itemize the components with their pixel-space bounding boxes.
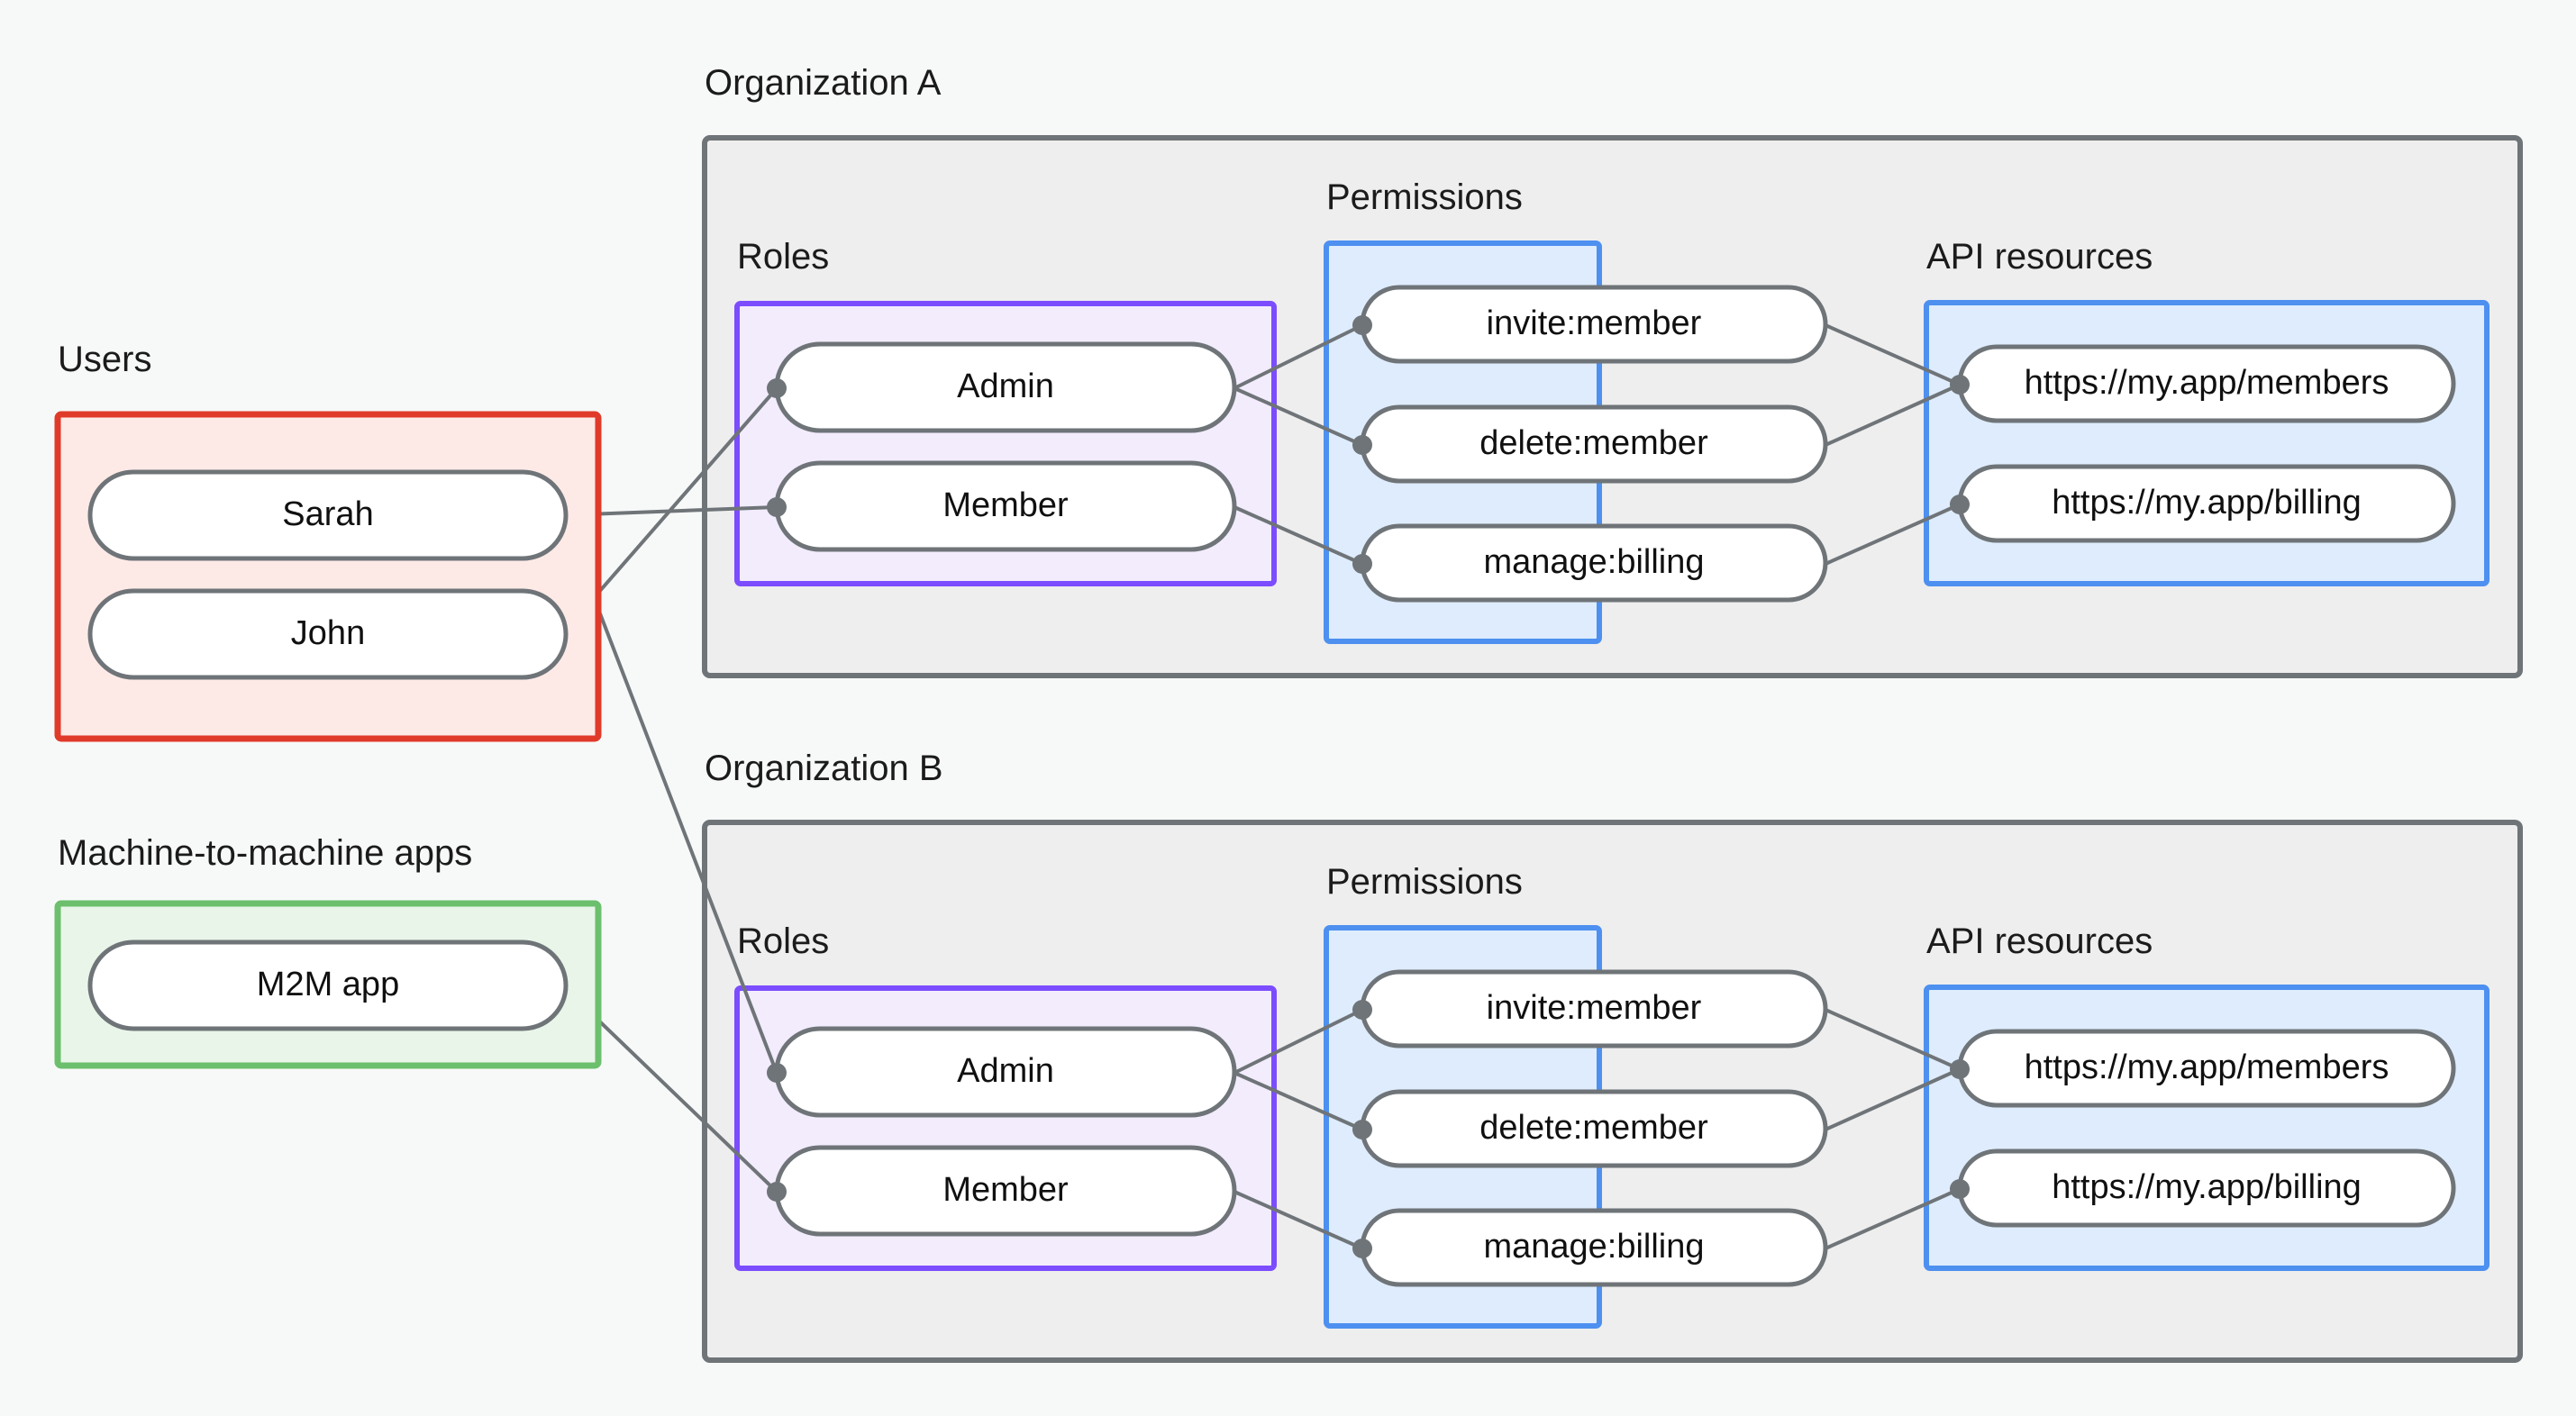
edge-b-admin-invite	[1233, 1008, 1363, 1075]
org-b-api-title: API resources	[1926, 921, 2153, 961]
edge-dot-a-manage	[1352, 554, 1372, 574]
edge-dot-a-member	[767, 497, 787, 517]
edge-dot-a-delete	[1352, 435, 1372, 455]
edge-a-admin-delete	[1233, 386, 1363, 447]
users-container	[54, 411, 602, 742]
edge-b-delete-members	[1825, 1067, 1961, 1131]
org-b-role-member-label: Member	[942, 1171, 1069, 1209]
org-a-role-admin-label: Admin	[957, 368, 1054, 405]
edge-dot-a-admin	[767, 378, 787, 398]
users-group: Users Sarah John	[54, 340, 602, 742]
org-a-permission-manage-billing-label: manage:billing	[1483, 543, 1704, 581]
org-b-roles-title: Roles	[737, 921, 829, 961]
edge-dot-b-admin	[767, 1063, 787, 1083]
org-b-permission-delete-member-label: delete:member	[1479, 1109, 1708, 1147]
edge-a-member-manage	[1233, 505, 1363, 566]
users-title: Users	[58, 340, 151, 379]
user-john-label: John	[291, 614, 365, 652]
m2m-app[interactable]	[87, 939, 569, 1031]
edge-dot-b-manage	[1352, 1239, 1372, 1258]
m2m-app-label: M2M app	[257, 966, 399, 1003]
org-a-role-member-label: Member	[942, 486, 1069, 524]
edge-b-member-manage	[1233, 1190, 1363, 1250]
edge-dot-b-member	[767, 1182, 787, 1202]
m2m-group: Machine-to-machine apps M2M app	[54, 833, 602, 1069]
org-a-title: Organization A	[705, 63, 942, 103]
edge-dot-a-invite	[1352, 315, 1372, 335]
m2m-title: Machine-to-machine apps	[58, 833, 472, 873]
edge-a-manage-billing	[1825, 503, 1961, 566]
user-john[interactable]	[87, 588, 569, 680]
org-b-group: Organization B Roles Admin Member Permis…	[702, 749, 2523, 1363]
org-a-api-title: API resources	[1926, 237, 2153, 277]
org-b-permissions-title: Permissions	[1326, 862, 1523, 902]
edge-b-invite-members	[1825, 1008, 1961, 1071]
org-b-permission-invite-member-label: invite:member	[1487, 989, 1702, 1027]
edge-dot-b-invite	[1352, 1000, 1372, 1020]
org-a-group: Organization A Roles Admin Member Permis…	[702, 63, 2523, 678]
edge-b-admin-delete	[1233, 1071, 1363, 1131]
edge-dot-a-api-members	[1950, 375, 1970, 395]
org-a-api-members-label: https://my.app/members	[2025, 364, 2389, 402]
org-a-api-billing-label: https://my.app/billing	[2052, 484, 2362, 522]
user-sarah[interactable]	[87, 469, 569, 561]
edge-a-invite-members	[1825, 323, 1961, 386]
user-sarah-label: Sarah	[282, 495, 373, 533]
org-b-permission-manage-billing-label: manage:billing	[1483, 1228, 1704, 1266]
edge-a-delete-members	[1825, 383, 1961, 447]
edge-dot-b-api-billing	[1950, 1179, 1970, 1199]
org-a-permission-delete-member-label: delete:member	[1479, 424, 1708, 462]
org-b-title: Organization B	[705, 749, 943, 788]
org-b-api-billing-label: https://my.app/billing	[2052, 1168, 2362, 1206]
edge-dot-b-api-members	[1950, 1059, 1970, 1079]
org-b-api-members-label: https://my.app/members	[2025, 1048, 2389, 1086]
edge-dot-b-delete	[1352, 1120, 1372, 1139]
edge-dot-a-api-billing	[1950, 495, 1970, 514]
org-b-role-admin-label: Admin	[957, 1052, 1054, 1090]
org-a-roles-title: Roles	[737, 237, 829, 277]
org-a-permission-invite-member-label: invite:member	[1487, 304, 1702, 342]
edge-a-admin-invite	[1233, 323, 1363, 390]
org-a-permissions-title: Permissions	[1326, 177, 1523, 217]
edge-b-manage-billing	[1825, 1187, 1961, 1250]
